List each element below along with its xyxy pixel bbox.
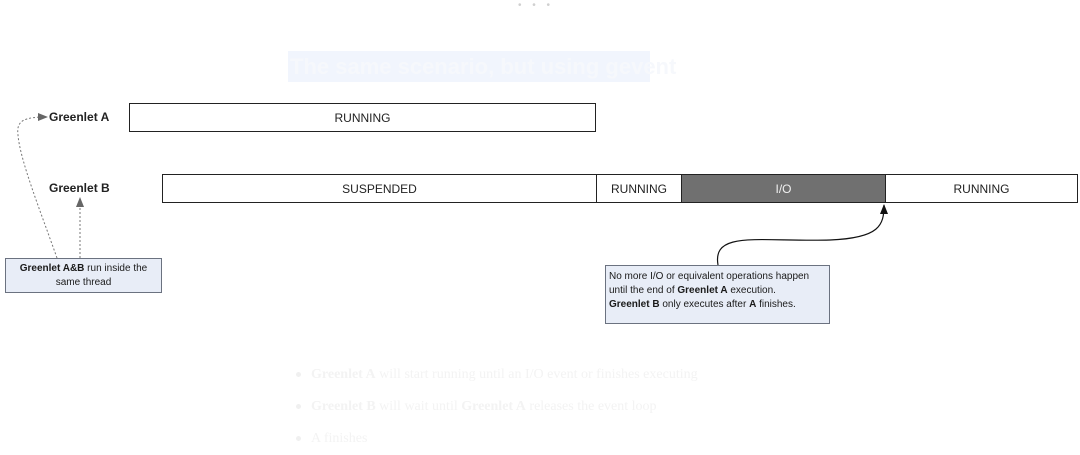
greenlet-b-io-bar: I/O <box>681 174 886 203</box>
note-bold-text: Greenlet A&B <box>19 263 85 274</box>
note-line: same thread <box>6 276 161 290</box>
note-text: No more I/O or equivalent operations hap… <box>609 271 810 282</box>
note-text: run inside the <box>84 263 148 274</box>
bullet-text: will wait until <box>375 399 462 414</box>
note-same-thread: Greenlet A&B run inside the same thread <box>5 258 162 293</box>
bar-label: RUNNING <box>611 181 667 196</box>
bullet-list: Greenlet A will start running until an I… <box>296 366 698 455</box>
row-label-greenlet-b: Greenlet B <box>49 181 110 195</box>
bar-label: RUNNING <box>334 110 391 125</box>
bar-label: SUSPENDED <box>342 181 417 196</box>
note-bold-text: A <box>749 299 757 310</box>
greenlet-a-running-bar: RUNNING <box>129 103 596 132</box>
note-text: only executes after <box>659 299 750 310</box>
page-title: The same scenario, but using gevent <box>288 51 676 82</box>
bullet-text: A finishes <box>311 431 368 446</box>
greenlet-b-running-bar: RUNNING <box>596 174 682 203</box>
bullet-bold-text: Greenlet B <box>311 399 376 414</box>
list-item: Greenlet B will wait until Greenlet A re… <box>296 398 698 430</box>
bullet-text: will start running until an I/O event or… <box>375 367 698 382</box>
note-text: execution. <box>727 285 776 296</box>
bar-label: RUNNING <box>953 181 1010 196</box>
list-item: Greenlet A will start running until an I… <box>296 366 698 398</box>
note-io-explanation: No more I/O or equivalent operations hap… <box>605 265 830 324</box>
list-item: A finishes <box>296 430 698 455</box>
note-line: until the end of Greenlet A execution. <box>609 284 829 298</box>
row-label-greenlet-a: Greenlet A <box>49 110 110 124</box>
note-text: same thread <box>55 277 112 288</box>
greenlet-b-suspended-bar: SUSPENDED <box>162 174 597 203</box>
note-bold-text: Greenlet A <box>677 285 728 296</box>
bullet-bold-text: Greenlet A <box>311 367 376 382</box>
top-decoration: • • • <box>518 0 555 11</box>
note-text: finishes. <box>756 299 796 310</box>
note-line: Greenlet A&B run inside the <box>6 262 161 276</box>
greenlet-b-running-bar-final: RUNNING <box>885 174 1078 203</box>
note-bold-text: Greenlet B <box>609 299 660 310</box>
bullet-bold-text: Greenlet A <box>461 399 526 414</box>
connector-note-to-io-end <box>716 204 888 266</box>
note-line: No more I/O or equivalent operations hap… <box>609 270 829 284</box>
note-line: Greenlet B only executes after A finishe… <box>609 298 829 312</box>
bullet-text: releases the event loop <box>525 399 657 414</box>
bar-label: I/O <box>775 181 792 196</box>
note-text: until the end of <box>609 285 678 296</box>
